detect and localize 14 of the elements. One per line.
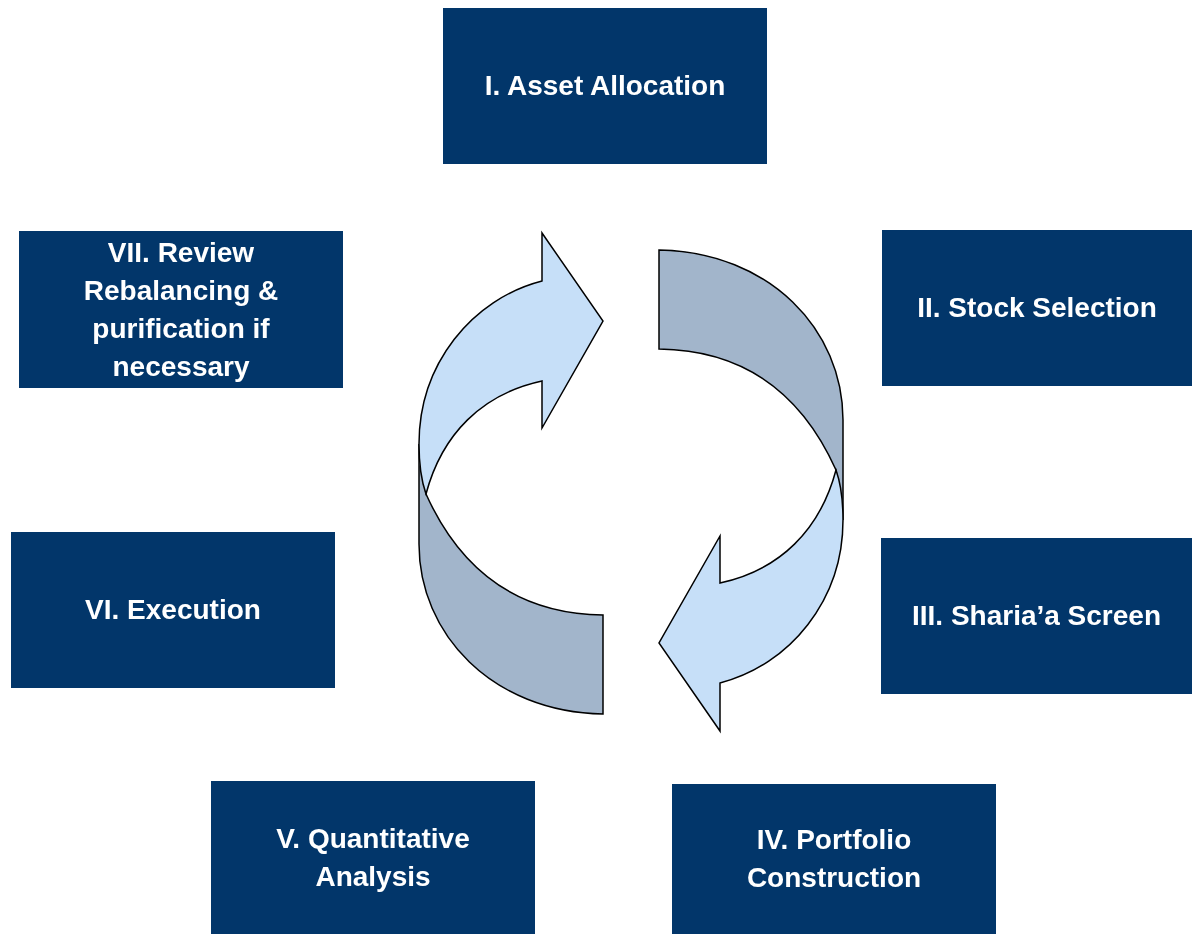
step-box — [19, 231, 343, 388]
step-label: VI. Execution — [85, 593, 261, 627]
step-label: V. Quantitative Analysis — [275, 821, 471, 894]
step-label: VII. Review Rebalancing & purification if necessary — [82, 235, 280, 384]
step-label: IV. Portfolio Construction — [745, 823, 923, 895]
step-label: II. Stock Selection — [917, 291, 1157, 325]
step-box — [11, 532, 335, 688]
step-box — [211, 781, 535, 934]
step-box — [881, 538, 1192, 694]
step-box — [882, 230, 1192, 386]
step-label: III. Sharia’a Screen — [912, 599, 1161, 633]
step-box — [443, 8, 767, 164]
step-box — [672, 784, 996, 934]
step-label: I. Asset Allocation — [484, 69, 726, 103]
